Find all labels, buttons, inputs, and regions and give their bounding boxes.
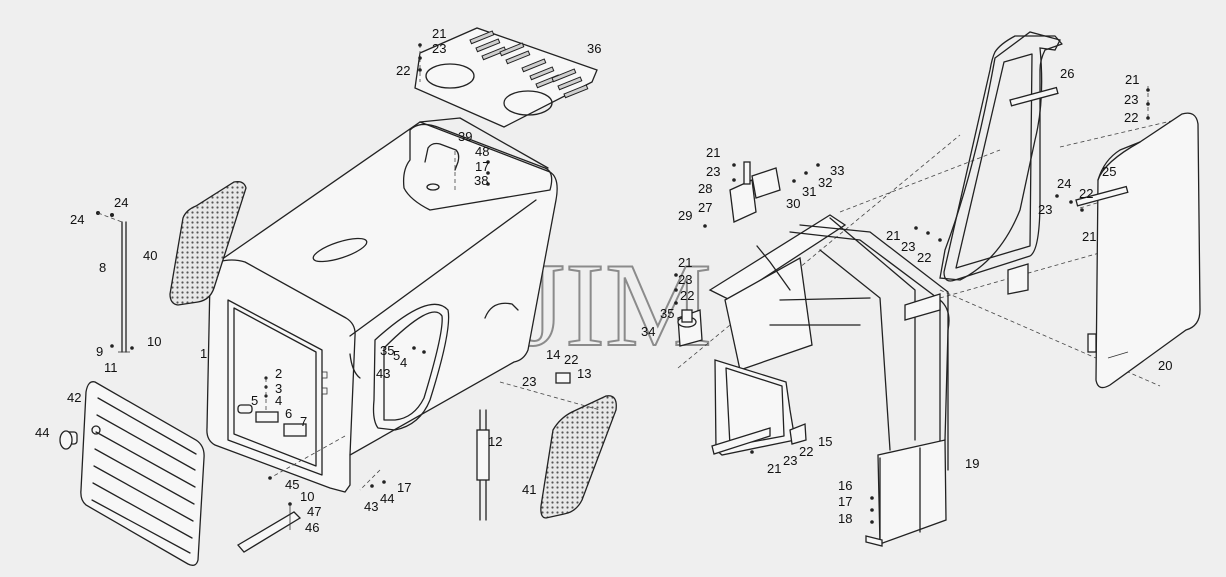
part-label-l22a: 22: [396, 63, 410, 78]
part-label-l23h: 23: [783, 453, 797, 468]
part-label-l3: 3: [275, 381, 282, 396]
part-label-l23d: 23: [1124, 92, 1138, 107]
part-label-l21c: 21: [678, 255, 692, 270]
part-label-l42: 42: [67, 390, 81, 405]
part-label-l21e: 21: [1082, 229, 1096, 244]
part-label-l26: 26: [1060, 66, 1074, 81]
part-label-l25: 25: [1102, 164, 1116, 179]
part-label-l21d: 21: [1125, 72, 1139, 87]
part-label-l6: 6: [285, 406, 292, 421]
part-label-l22f: 22: [564, 352, 578, 367]
part-label-l20: 20: [1158, 358, 1172, 373]
part-label-l1: 1: [200, 346, 207, 361]
part-label-l46: 46: [305, 520, 319, 535]
side-grille-41: [540, 395, 617, 519]
part-label-l23e: 23: [1038, 202, 1052, 217]
knob-44: [59, 430, 78, 450]
part-label-l47: 47: [307, 504, 321, 519]
part-label-l14: 14: [546, 347, 560, 362]
part-label-l16: 16: [838, 478, 852, 493]
rear-glass-frame: [939, 31, 1063, 295]
cab-shell: [206, 117, 558, 493]
part-label-l15: 15: [818, 434, 832, 449]
part-label-l21g: 21: [767, 461, 781, 476]
part-label-l28: 28: [698, 181, 712, 196]
part-label-l48: 48: [475, 144, 489, 159]
part-label-l4: 4: [275, 393, 282, 408]
part-label-l10b: 10: [300, 489, 314, 504]
part-label-l43a: 43: [376, 366, 390, 381]
part-label-l17c: 17: [838, 494, 852, 509]
part-label-l45: 45: [285, 477, 299, 492]
part-label-l12: 12: [488, 434, 502, 449]
handle-39: [424, 142, 460, 171]
part-label-l39: 39: [458, 129, 472, 144]
part-label-l27: 27: [698, 200, 712, 215]
part-label-l41: 41: [522, 482, 536, 497]
front-grille-42: [80, 381, 205, 566]
part-label-l11: 11: [104, 360, 118, 375]
part-label-l19: 19: [965, 456, 979, 471]
part-label-l24a: 24: [114, 195, 128, 210]
part-label-l22d: 22: [1079, 186, 1093, 201]
part-label-l13: 13: [577, 366, 591, 381]
bracket-25: [1075, 185, 1129, 207]
gas-strut-12: [476, 409, 490, 521]
part-number-labels: 1234567891010111213141516171717181920212…: [35, 26, 1172, 535]
part-label-l21f: 21: [886, 228, 900, 243]
part-label-l18: 18: [838, 511, 852, 526]
part-label-l35a: 35: [660, 306, 674, 321]
part-label-l5b: 5: [393, 348, 400, 363]
part-label-l22g: 22: [799, 444, 813, 459]
side-panel-20: [1087, 112, 1201, 389]
rops-frame: [677, 214, 950, 547]
part-label-l33: 33: [830, 163, 844, 178]
part-label-l35b: 35: [380, 343, 394, 358]
part-label-l30: 30: [786, 196, 800, 211]
part-label-l22b: 22: [680, 288, 694, 303]
part-label-l22e: 22: [917, 250, 931, 265]
part-label-l7: 7: [300, 414, 307, 429]
part-label-l5: 5: [251, 393, 258, 408]
support-bar-46: [237, 502, 302, 553]
part-label-l21a: 21: [432, 26, 446, 41]
part-label-l23f: 23: [901, 239, 915, 254]
part-label-l23b: 23: [706, 164, 720, 179]
part-label-l21b: 21: [706, 145, 720, 160]
rod-8: [96, 211, 134, 353]
part-label-l44a: 44: [35, 425, 49, 440]
part-label-l24b: 24: [70, 212, 84, 227]
part-label-l17a: 17: [475, 159, 489, 174]
part-label-l23g: 23: [522, 374, 536, 389]
part-label-l43b: 43: [364, 499, 378, 514]
hinge-assembly: [729, 161, 781, 223]
part-label-l32: 32: [818, 175, 832, 190]
part-label-l38: 38: [474, 173, 488, 188]
part-label-l40: 40: [143, 248, 157, 263]
part-label-l4b: 4: [400, 355, 407, 370]
part-label-l23a: 23: [432, 41, 446, 56]
latch-parts: [237, 376, 307, 437]
part-label-l8: 8: [99, 260, 106, 275]
part-label-l23c: 23: [678, 272, 692, 287]
bracket-13: [555, 372, 571, 384]
part-label-l34: 34: [641, 324, 655, 339]
top-cover-panel: [414, 27, 598, 128]
part-label-l22c: 22: [1124, 110, 1138, 125]
part-label-l10a: 10: [147, 334, 161, 349]
part-label-l36: 36: [587, 41, 601, 56]
part-label-l44b: 44: [380, 491, 394, 506]
part-label-l24c: 24: [1057, 176, 1071, 191]
part-label-l9: 9: [96, 344, 103, 359]
side-grille-40: [169, 180, 247, 306]
part-label-l31: 31: [802, 184, 816, 199]
part-label-l17b: 17: [397, 480, 411, 495]
part-label-l2: 2: [275, 366, 282, 381]
part-label-l29: 29: [678, 208, 692, 223]
